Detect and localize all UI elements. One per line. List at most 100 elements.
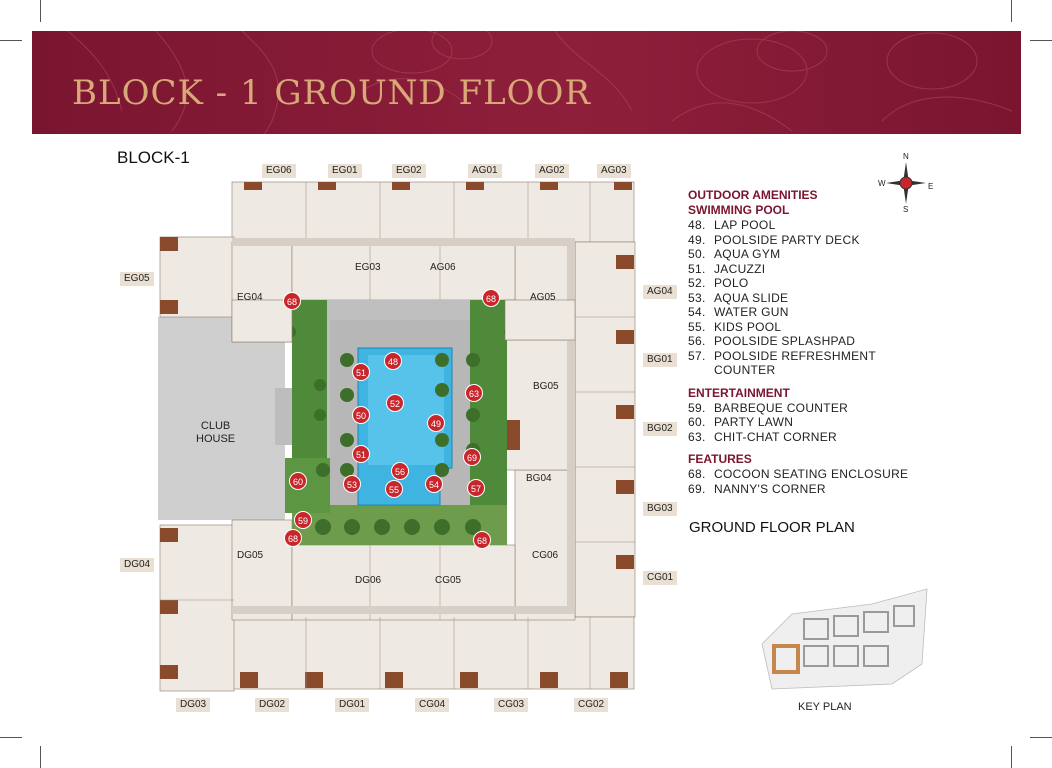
unit-label: CG03 [494, 698, 529, 712]
legend-label: WATER GUN [714, 305, 789, 319]
legend-item: 63.CHIT-CHAT CORNER [688, 430, 938, 445]
legend-gap [688, 378, 938, 386]
legend-item: 52. POLO [688, 276, 938, 291]
legend-item: 59.BARBEQUE COUNTER [688, 401, 938, 416]
compass-n: N [903, 152, 909, 161]
legend-heading-outdoor: OUTDOOR AMENITIES [688, 188, 818, 202]
legend-item: 53. AQUA SLIDE [688, 291, 938, 306]
legend-num: 48. [688, 218, 706, 232]
legend-heading-entertainment: ENTERTAINMENT [688, 385, 790, 400]
amenity-marker[interactable]: 48 [384, 352, 402, 370]
legend-label: POOLSIDE PARTY DECK [714, 232, 860, 247]
crop-mark [0, 40, 22, 41]
legend-item-continued: COUNTER [714, 363, 776, 377]
legend-heading-features: FEATURES [688, 452, 752, 466]
amenity-marker[interactable]: 69 [463, 448, 481, 466]
legend-item: 55. KIDS POOL [688, 320, 938, 335]
legend-num: 52. [688, 276, 706, 290]
block-label: BLOCK-1 [117, 148, 190, 167]
amenity-marker[interactable]: 52 [386, 394, 404, 412]
legend-num: 51. [688, 261, 706, 276]
crop-mark [1030, 737, 1052, 738]
unit-label: DG03 [176, 698, 211, 712]
unit-label: EG04 [237, 292, 263, 303]
amenity-marker[interactable]: 59 [294, 511, 312, 529]
unit-label: EG01 [328, 164, 362, 178]
legend-item: 69.NANNY'S CORNER [688, 482, 938, 497]
amenity-marker[interactable]: 60 [289, 472, 307, 490]
page-title: BLOCK - 1 GROUND FLOOR [72, 73, 592, 113]
legend-label: POOLSIDE SPLASHPAD [714, 334, 856, 348]
amenity-marker[interactable]: 56 [391, 462, 409, 480]
amenity-marker[interactable]: 68 [473, 531, 491, 549]
amenity-marker[interactable]: 54 [425, 475, 443, 493]
unit-label: AG06 [430, 262, 456, 273]
unit-label: DG02 [255, 698, 290, 712]
unit-label: EG05 [120, 272, 154, 286]
amenity-marker[interactable]: 63 [465, 384, 483, 402]
key-plan-drawing [761, 588, 928, 690]
unit-label: DG04 [120, 558, 155, 572]
legend-label: POLO [714, 276, 749, 290]
amenity-marker[interactable]: 53 [343, 475, 361, 493]
amenity-marker[interactable]: 51 [352, 363, 370, 381]
unit-label: BG02 [643, 422, 677, 436]
legend-num: 55. [688, 319, 706, 334]
legend-num: 53. [688, 290, 706, 305]
compass-icon [886, 162, 926, 204]
unit-label: BG01 [643, 353, 677, 367]
legend-label: COCOON SEATING ENCLOSURE [714, 467, 909, 481]
legend-item: 60.PARTY LAWN [688, 415, 938, 430]
legend-num: 69. [688, 481, 706, 496]
amenities-legend: OUTDOOR AMENITIES SWIMMING POOL 48.LAP P… [688, 188, 938, 496]
amenity-marker[interactable]: 55 [385, 480, 403, 498]
legend-label: BARBEQUE COUNTER [714, 400, 849, 415]
header-banner: BLOCK - 1 GROUND FLOOR [32, 31, 1021, 134]
legend-num: 60. [688, 415, 706, 429]
compass-e: E [928, 182, 934, 191]
unit-label: BG05 [533, 381, 559, 392]
amenity-marker[interactable]: 50 [352, 406, 370, 424]
legend-label: AQUA SLIDE [714, 290, 789, 305]
key-plan [752, 584, 932, 694]
compass-w: W [878, 179, 886, 188]
floral-pattern [67, 31, 1013, 134]
legend-item: 68. COCOON SEATING ENCLOSURE [688, 467, 938, 482]
legend-gap [688, 444, 938, 452]
crop-mark [40, 0, 41, 22]
legend-item: 57. POOLSIDE REFRESHMENT [688, 349, 938, 364]
unit-label: CG05 [435, 575, 462, 586]
club-house-line: HOUSE [196, 433, 236, 445]
amenity-marker[interactable]: 49 [427, 414, 445, 432]
crop-mark [1011, 746, 1012, 768]
amenity-marker[interactable]: 68 [284, 529, 302, 547]
compass: N S W E [876, 152, 936, 214]
crop-mark [0, 737, 22, 738]
legend-num: 57. [688, 348, 706, 363]
legend-item: 51.JACUZZI [688, 262, 938, 277]
legend-label: POOLSIDE REFRESHMENT [714, 348, 877, 363]
legend-num: 68. [688, 467, 706, 481]
unit-label: DG01 [335, 698, 370, 712]
club-house-line: CLUB [200, 420, 231, 432]
legend-item: 56.POOLSIDE SPLASHPAD [688, 334, 938, 349]
amenity-marker[interactable]: 57 [467, 479, 485, 497]
amenity-marker[interactable]: 68 [283, 292, 301, 310]
unit-label: AG04 [643, 285, 677, 299]
unit-label: AG03 [597, 164, 631, 178]
amenity-marker[interactable]: 51 [352, 445, 370, 463]
unit-label: CG02 [574, 698, 609, 712]
crop-mark [1011, 0, 1012, 22]
legend-label: CHIT-CHAT CORNER [714, 429, 838, 444]
unit-label: EG02 [392, 164, 426, 178]
unit-label: CG01 [643, 571, 678, 585]
unit-label: AG05 [530, 292, 556, 303]
unit-label: AG01 [468, 164, 502, 178]
amenity-marker[interactable]: 68 [482, 289, 500, 307]
legend-label: AQUA GYM [714, 247, 781, 261]
crop-mark [40, 746, 41, 768]
legend-label: KIDS POOL [714, 319, 782, 334]
legend-num: 54. [688, 305, 706, 319]
key-plan-label: KEY PLAN [798, 701, 852, 713]
unit-label: BG04 [526, 473, 552, 484]
